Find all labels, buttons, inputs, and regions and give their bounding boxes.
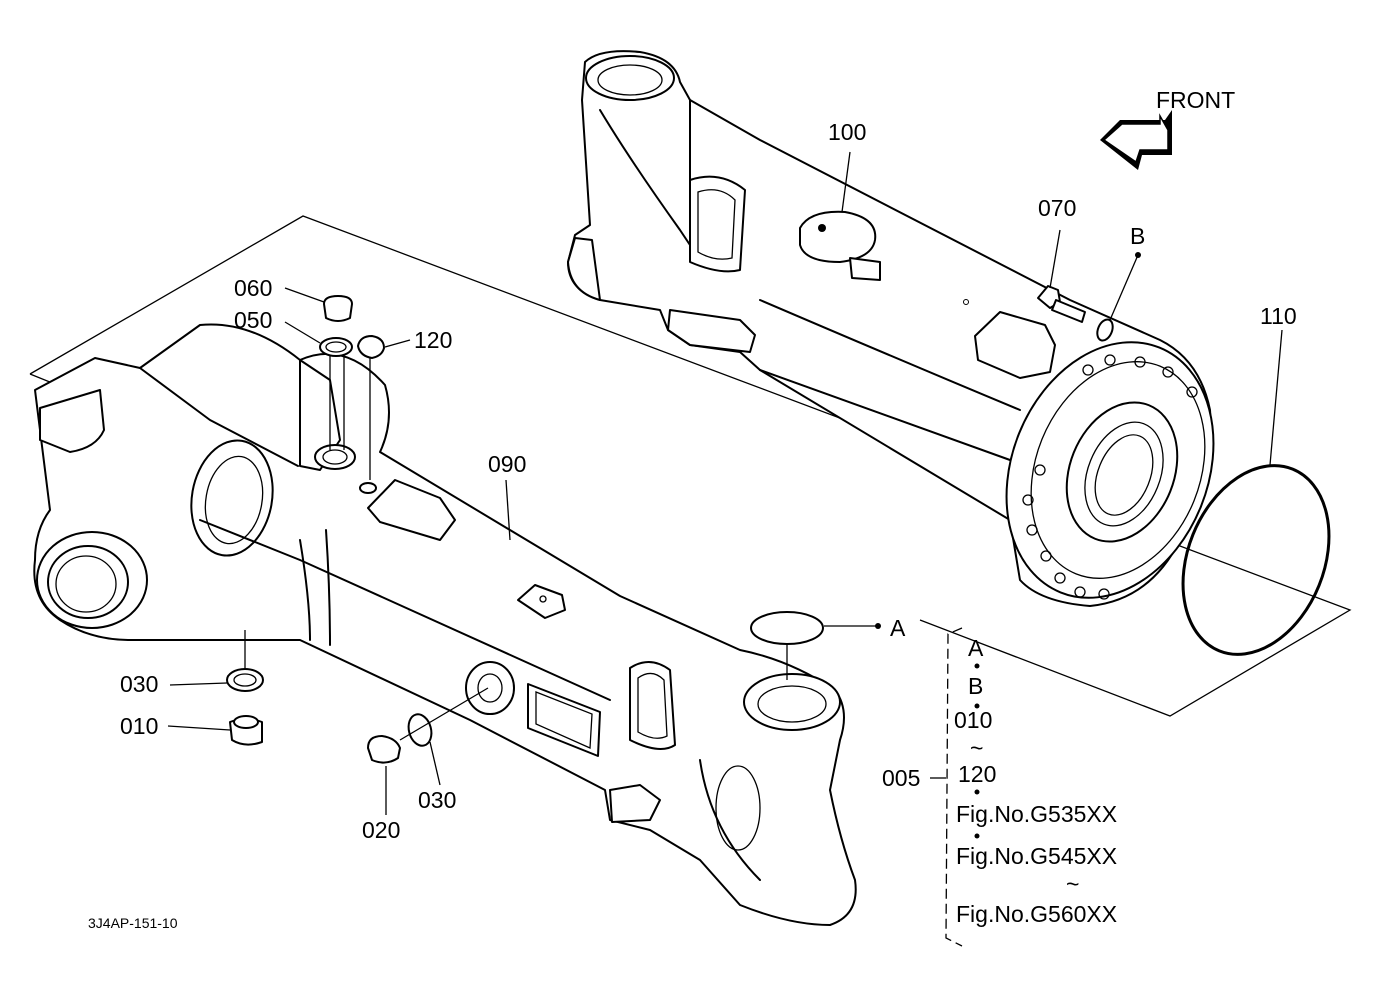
kit-line-g545: Fig.No.G545XX bbox=[956, 843, 1117, 869]
callout-050: 050 bbox=[234, 307, 272, 333]
callout-030-left: 030 bbox=[120, 671, 158, 697]
kit-line-010: 010 bbox=[954, 707, 992, 733]
callout-060: 060 bbox=[234, 275, 272, 301]
front-arrow-icon bbox=[1100, 110, 1172, 170]
breather-120 bbox=[357, 335, 411, 480]
plug-cap-a bbox=[750, 611, 881, 680]
callout-010: 010 bbox=[120, 713, 158, 739]
callout-030-right: 030 bbox=[418, 787, 456, 813]
callout-005: 005 bbox=[882, 765, 920, 791]
drawing-id: 3J4AP-151-10 bbox=[88, 915, 178, 931]
axle-housing-100 bbox=[567, 50, 1215, 607]
kit-bracket bbox=[930, 627, 980, 947]
callout-020: 020 bbox=[362, 817, 400, 843]
flange-bolt-holes bbox=[1022, 354, 1198, 600]
callout-120: 120 bbox=[414, 327, 452, 353]
plug-020 bbox=[367, 735, 401, 815]
callout-a: A bbox=[890, 615, 906, 641]
front-label: FRONT bbox=[1156, 87, 1235, 113]
axle-body-090 bbox=[33, 323, 857, 926]
drain-plug-010 bbox=[167, 715, 263, 746]
o-ring-030-left bbox=[169, 630, 264, 692]
callout-070: 070 bbox=[1038, 195, 1076, 221]
callout-110: 110 bbox=[1260, 303, 1297, 329]
kit-line-b: B bbox=[968, 673, 983, 699]
kit-line-g535: Fig.No.G535XX bbox=[956, 801, 1117, 827]
washer-b bbox=[1096, 252, 1141, 342]
callout-b: B bbox=[1130, 223, 1145, 249]
kit-tilde-2: ~ bbox=[1066, 871, 1079, 897]
callout-100: 100 bbox=[828, 119, 866, 145]
kit-line-a: A bbox=[968, 635, 984, 661]
plug-060 bbox=[284, 287, 353, 322]
kit-line-120: 120 bbox=[958, 761, 996, 787]
o-ring-110 bbox=[1181, 329, 1331, 656]
bolt-070 bbox=[1037, 229, 1086, 323]
kit-tilde-1: ~ bbox=[970, 735, 983, 761]
callout-090: 090 bbox=[488, 451, 526, 477]
o-ring-050 bbox=[284, 321, 353, 450]
kit-line-g560: Fig.No.G560XX bbox=[956, 901, 1117, 927]
o-ring-030-right bbox=[399, 687, 489, 786]
